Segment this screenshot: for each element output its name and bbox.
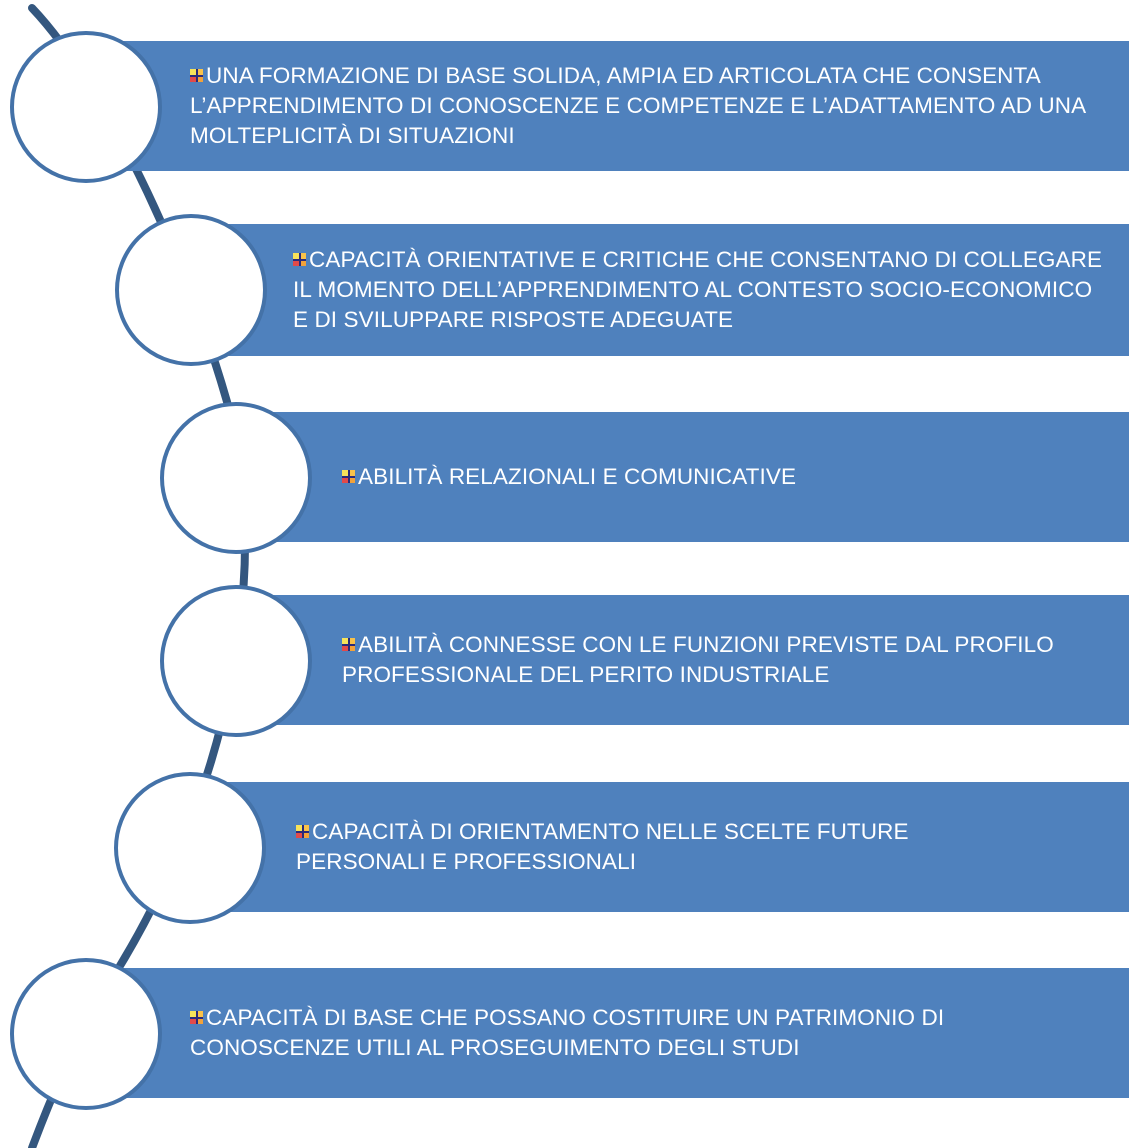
list-item-circle [115,214,267,366]
list-item-circle [160,585,312,737]
list-item: CAPACITÀ DI ORIENTAMENTO NELLE SCELTE FU… [220,782,1129,912]
list-item: CAPACITÀ ORIENTATIVE E CRITICHE CHE CONS… [221,224,1129,356]
list-item-text: ABILITÀ RELAZIONALI E COMUNICATIVE [358,464,797,489]
list-item-text-block: ABILITÀ RELAZIONALI E COMUNICATIVE [342,462,796,492]
list-item-text-block: ABILITÀ CONNESSE CON LE FUNZIONI PREVIST… [342,630,1099,690]
bullet-icon [190,69,203,82]
bullet-icon [190,1011,203,1024]
list-item-text: CAPACITÀ ORIENTATIVE E CRITICHE CHE CONS… [293,247,1103,332]
list-item-text: ABILITÀ CONNESSE CON LE FUNZIONI PREVIST… [342,632,1054,687]
list-item: ABILITÀ RELAZIONALI E COMUNICATIVE [266,412,1129,542]
list-item-text-block: CAPACITÀ DI ORIENTAMENTO NELLE SCELTE FU… [296,817,929,877]
list-item-circle [10,958,162,1110]
list-item-text-block: CAPACITÀ ORIENTATIVE E CRITICHE CHE CONS… [293,245,1113,335]
list-item-circle [10,31,162,183]
list-item-text-block: CAPACITÀ DI BASE CHE POSSANO COSTITUIRE … [190,1003,1089,1063]
bullet-icon [342,470,355,483]
list-item-text: UNA FORMAZIONE DI BASE SOLIDA, AMPIA ED … [190,63,1085,148]
list-item: UNA FORMAZIONE DI BASE SOLIDA, AMPIA ED … [118,41,1129,171]
list-item-text: CAPACITÀ DI BASE CHE POSSANO COSTITUIRE … [190,1005,945,1060]
list-item-text-block: UNA FORMAZIONE DI BASE SOLIDA, AMPIA ED … [190,61,1089,151]
list-item-circle [160,402,312,554]
list-item: ABILITÀ CONNESSE CON LE FUNZIONI PREVIST… [266,595,1129,725]
list-item-text: CAPACITÀ DI ORIENTAMENTO NELLE SCELTE FU… [296,819,909,874]
bullet-icon [296,825,309,838]
list-item-circle [114,772,266,924]
bullet-icon [342,638,355,651]
list-item: CAPACITÀ DI BASE CHE POSSANO COSTITUIRE … [118,968,1129,1098]
bullet-icon [293,253,306,266]
